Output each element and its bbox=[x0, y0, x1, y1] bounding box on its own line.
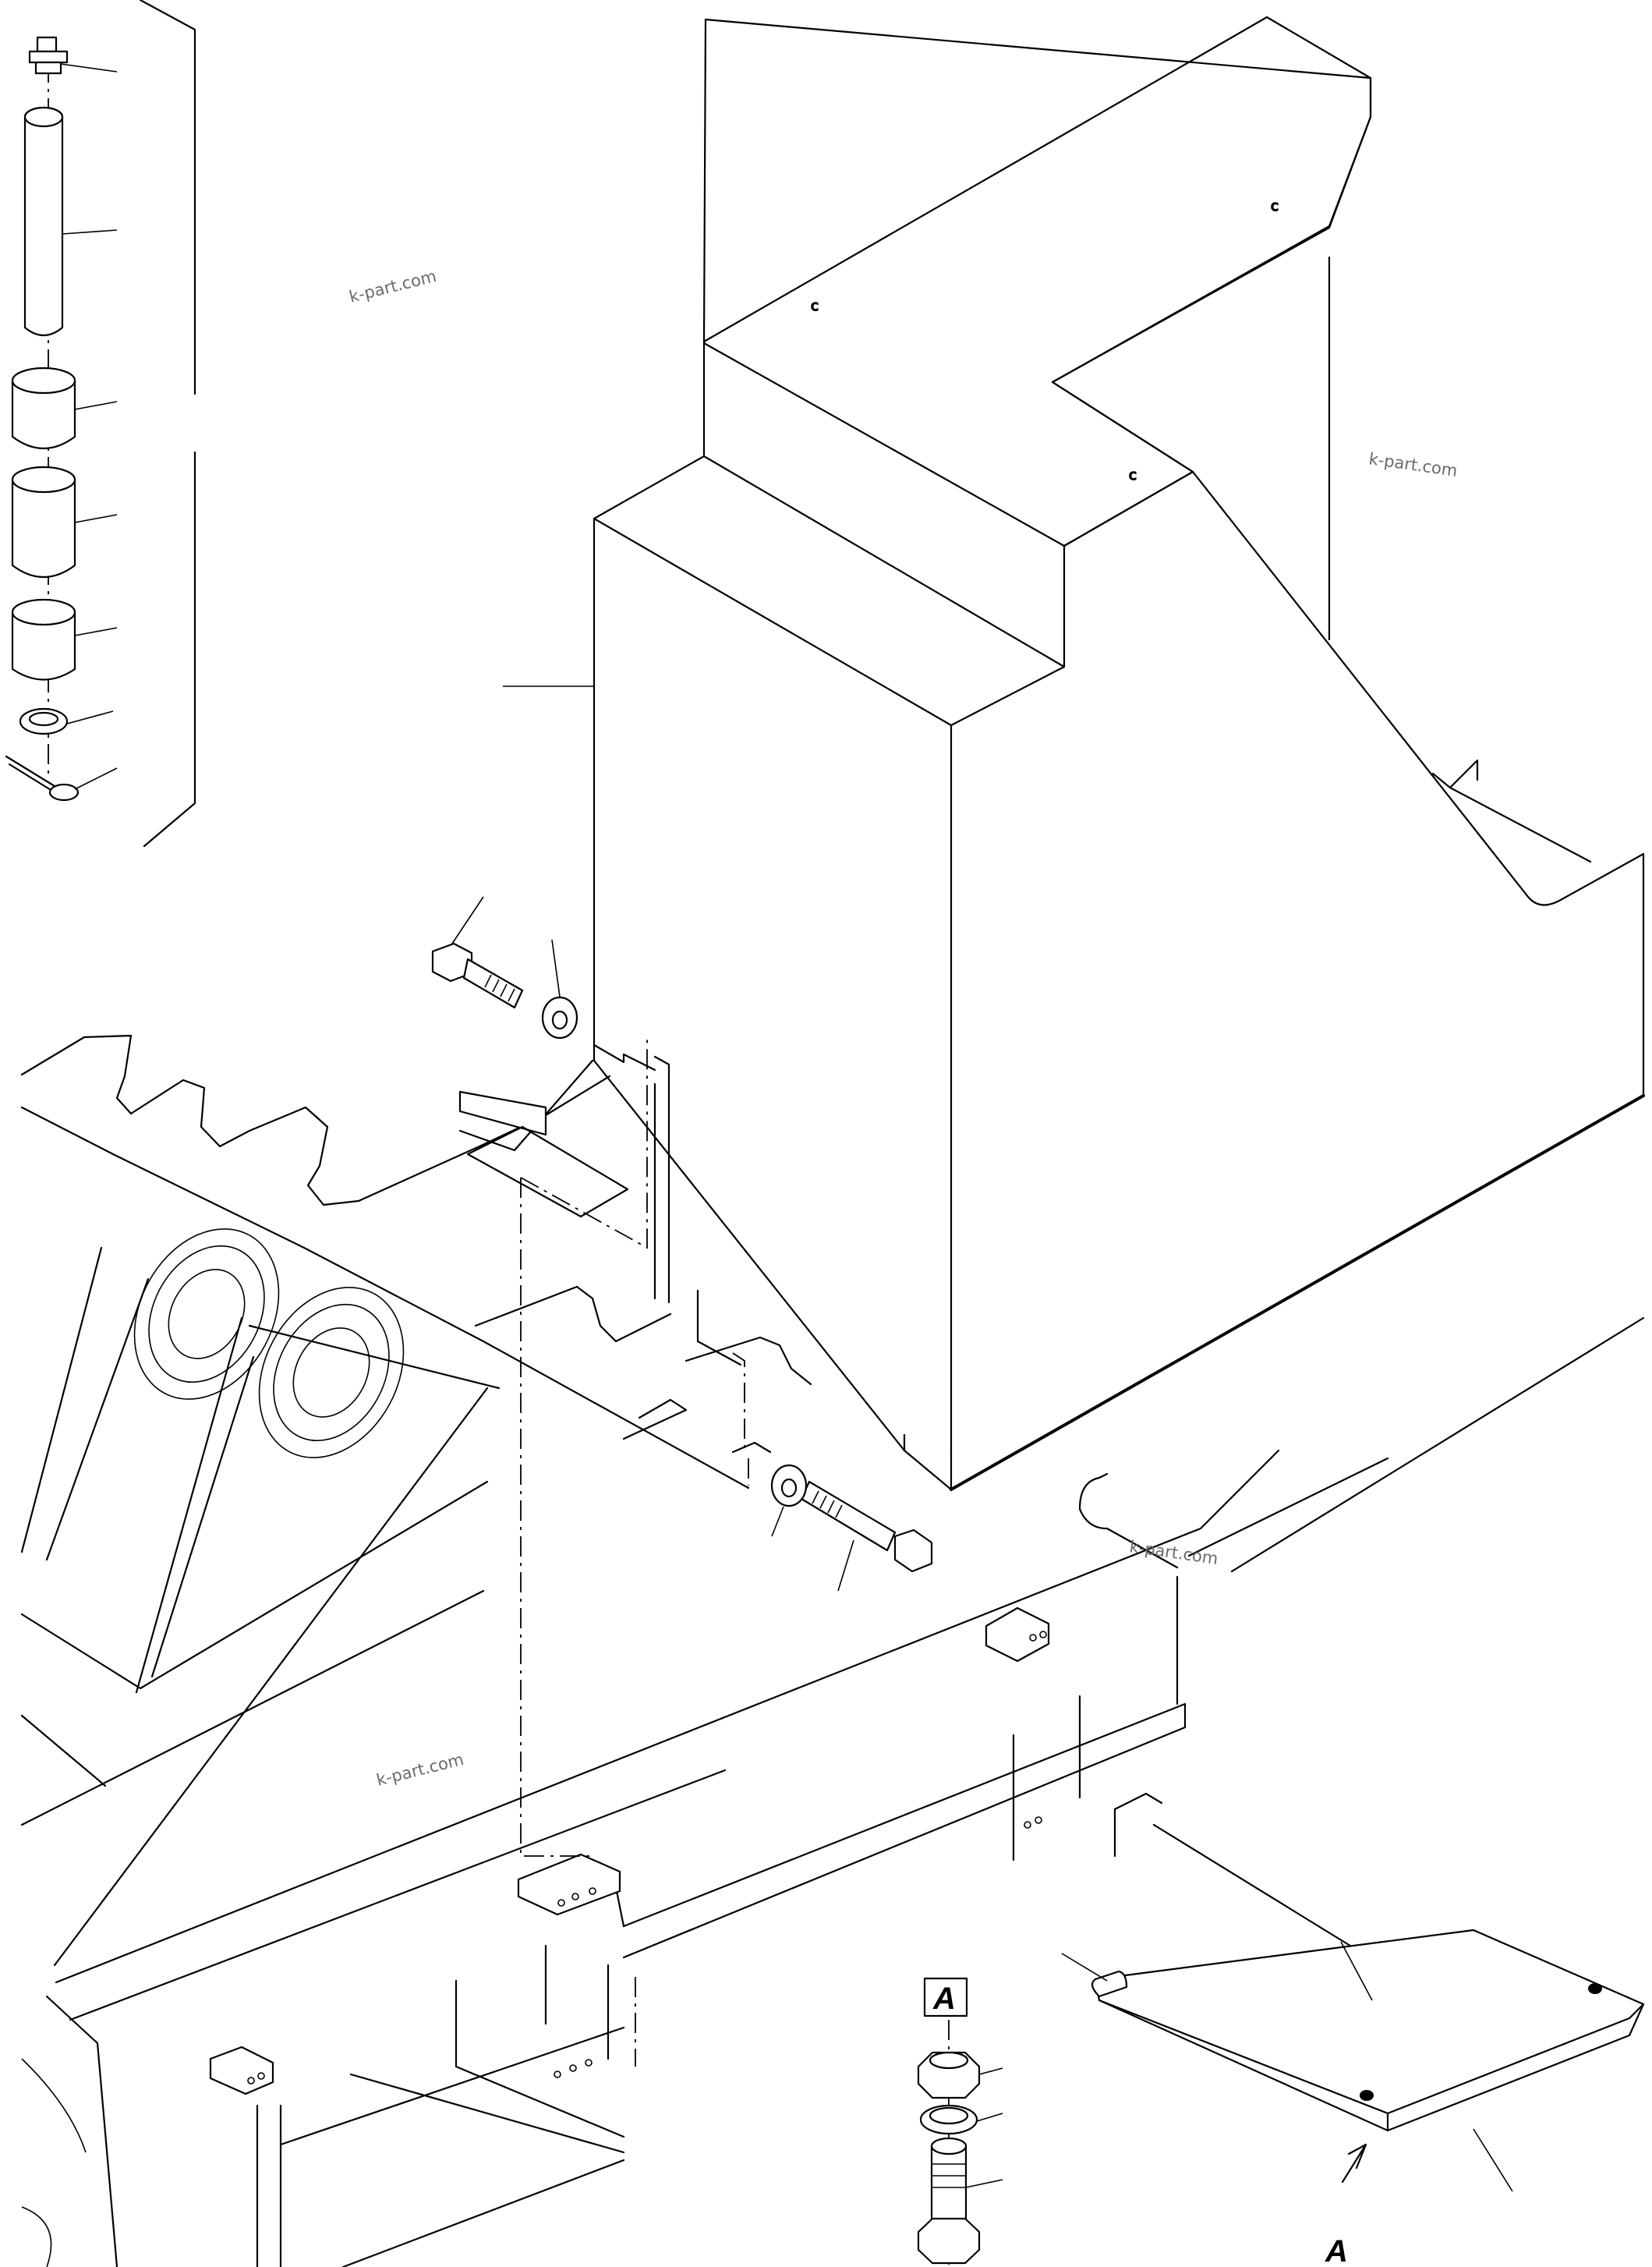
watermark-1: k-part.com bbox=[347, 267, 438, 306]
cover-plate bbox=[1061, 1929, 1645, 2192]
pin bbox=[23, 106, 64, 337]
bolt-lower bbox=[800, 1480, 933, 1592]
detail-a-box bbox=[923, 1977, 968, 2017]
bushing-3 bbox=[11, 598, 76, 681]
grease-fitting bbox=[28, 36, 69, 75]
watermark-3: k-part.com bbox=[1128, 1537, 1219, 1568]
bushing-1 bbox=[11, 367, 76, 450]
washer-a bbox=[919, 2104, 978, 2135]
counterweight-block: c c c bbox=[503, 16, 1645, 1491]
bolt-a bbox=[917, 2137, 981, 2265]
detail-a-group: A bbox=[917, 1977, 1003, 2267]
bushing-2 bbox=[11, 466, 76, 579]
bolt-upper bbox=[431, 896, 524, 1009]
revolving-frame bbox=[20, 1034, 1645, 2267]
detail-a-label: A bbox=[932, 1982, 956, 2016]
watermark-4: k-part.com bbox=[374, 1750, 465, 1790]
cotter-pin bbox=[5, 755, 80, 802]
lift-hole-1: c bbox=[811, 298, 819, 314]
lift-hole-3: c bbox=[1129, 467, 1137, 484]
nut bbox=[917, 2051, 981, 2099]
pin-assembly-group bbox=[5, 0, 196, 848]
washer-upper bbox=[541, 939, 578, 1040]
boom-foot-right bbox=[258, 1287, 405, 1458]
view-arrow-label: A bbox=[1325, 2234, 1348, 2267]
watermark-2: k-part.com bbox=[1367, 449, 1459, 480]
lift-hole-2: c bbox=[1271, 198, 1279, 214]
washer-lower bbox=[770, 1464, 808, 1537]
washer-small bbox=[19, 707, 69, 735]
